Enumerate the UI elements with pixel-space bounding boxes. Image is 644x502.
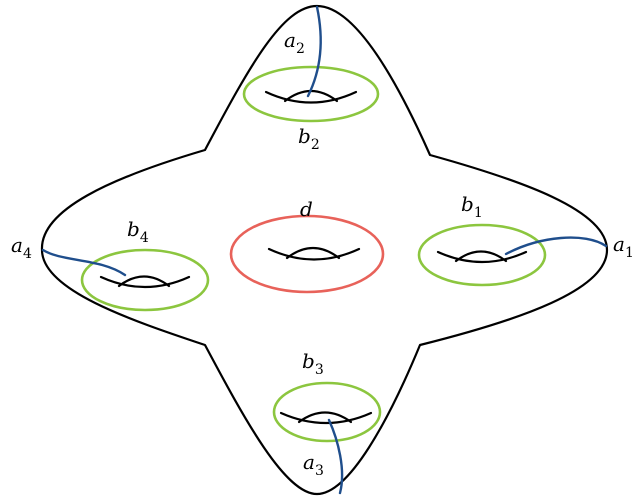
curve-a3 xyxy=(327,418,344,495)
curve-b3 xyxy=(272,381,382,443)
curve-d xyxy=(229,214,385,294)
curve-a4 xyxy=(41,248,127,277)
label-b2: b2 xyxy=(298,124,320,153)
hole-right xyxy=(436,250,528,264)
curve-a2 xyxy=(306,5,322,98)
label-a3: a3 xyxy=(303,450,324,479)
label-b4: b4 xyxy=(127,217,149,246)
label-a2: a2 xyxy=(284,28,305,57)
curve-b4 xyxy=(80,248,210,312)
surface-outline xyxy=(40,4,609,496)
label-b3: b3 xyxy=(302,349,324,378)
label-a1: a1 xyxy=(613,232,634,261)
label-a4: a4 xyxy=(11,233,32,262)
hole-bottom xyxy=(279,411,373,425)
curve-b2 xyxy=(242,65,380,123)
label-d: d xyxy=(300,197,313,221)
hole-top xyxy=(264,89,358,104)
hole-left xyxy=(99,275,191,289)
label-b1: b1 xyxy=(461,192,483,221)
curve-b1 xyxy=(417,223,547,287)
curve-a1 xyxy=(504,236,608,256)
hole-center xyxy=(267,246,361,261)
